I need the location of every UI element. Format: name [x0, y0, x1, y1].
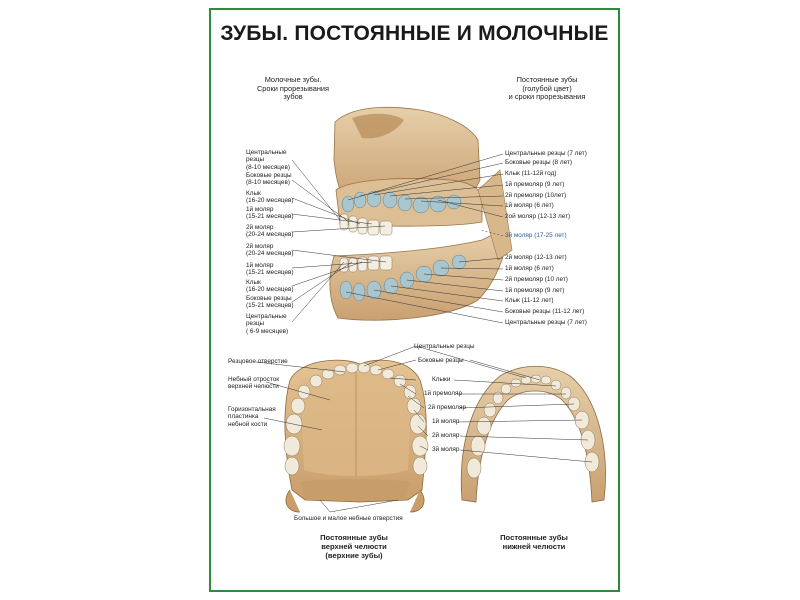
label-line: резцы [246, 320, 265, 328]
label-second-molar-lower-deciduous: 2й моляр (20-24 месяцев) [246, 243, 294, 258]
label-lateral-incisors-bottom: Боковые резцы [418, 357, 464, 364]
caption-lower-jaw: Постоянные зубы нижней челюсти [484, 533, 584, 552]
leader-lines-right [345, 153, 504, 324]
label-lateral-incisors-deciduous: Боковые резцы (8-10 месяцев) [246, 172, 292, 187]
label-canine-lower-permanent: Клык (11-12 лет) [505, 297, 554, 304]
label-line: 1й моляр [246, 206, 274, 213]
label-line: (15-21 месяцев) [246, 213, 294, 221]
label-line: (8-10 месяцев) [246, 179, 290, 187]
permanent-lower-buds [339, 254, 467, 302]
label-line: Боковые резцы [246, 295, 292, 302]
heading-line: и сроки прорезывания [508, 92, 586, 102]
label-horizontal-plate: Горизонтальная пластинка небной кости [228, 406, 276, 428]
caption-upper-jaw: Постоянные зубы верхней челюсти (верхние… [304, 533, 404, 560]
label-line: 2й моляр [246, 224, 274, 231]
label-canine-deciduous: Клык (16-20 месяцев) [246, 190, 294, 205]
label-line: (8-10 месяцев) [246, 163, 290, 171]
label-lateral-incisors-lower-deciduous: Боковые резцы (15-21 месяцев) [246, 295, 294, 310]
upper-jaw-palate-drawing [283, 359, 429, 513]
caption-line: (верхние зубы) [325, 550, 383, 560]
label-central-incisors-lower-permanent: Центральные резцы (7 лет) [505, 319, 587, 326]
label-line: резцы [246, 156, 265, 164]
label-lateral-incisors-permanent: Боковые резцы (8 лет) [505, 159, 572, 166]
label-first-premolar-permanent: 1й премоляр (9 лет) [505, 181, 565, 188]
section-heading-permanent: Постоянные зубы (голубой цвет) и сроки п… [497, 75, 597, 102]
label-central-incisors-lower-deciduous: Центральные резцы ( 6-9 месяцев) [246, 313, 288, 335]
label-central-incisors-permanent: Центральные резцы (7 лет) [505, 150, 587, 157]
label-line: 2й моляр [246, 243, 274, 250]
label-line: 1й моляр [246, 262, 274, 269]
label-central-incisors-bottom: Центральные резцы [414, 343, 475, 350]
label-line: Боковые резцы [246, 172, 292, 179]
label-third-molar-bottom: 3й моляр [432, 446, 460, 453]
label-second-premolar-bottom: 2й премоляр [428, 404, 467, 411]
label-line: (16-20 месяцев) [246, 286, 294, 294]
label-lateral-incisors-lower-permanent: Боковые резцы (11-12 лет) [505, 308, 585, 315]
label-line: Клык [246, 279, 261, 286]
heading-line: Сроки прорезывания [256, 83, 330, 93]
label-line: Центральные [246, 149, 287, 156]
heading-line: Постоянные зубы [516, 75, 578, 84]
lower-jaw-drawing [460, 365, 606, 503]
label-line: (20-24 месяцев) [246, 231, 294, 239]
permanent-upper-buds [341, 190, 462, 214]
label-first-molar-permanent: 1й моляр (6 лет) [505, 202, 554, 209]
section-heading-deciduous: Молочные зубы. Сроки прорезывания зубов [248, 75, 338, 102]
caption-line: верхней челюсти [321, 541, 387, 551]
label-canine-lower-deciduous: Клык (16-20 месяцев) [246, 279, 294, 294]
label-central-incisors-deciduous: Центральные резцы (8-10 месяцев) [246, 149, 290, 171]
leader-lines-left [291, 159, 387, 323]
label-first-molar-bottom: 1й моляр [432, 418, 460, 425]
label-canine-permanent: Клык (11-12й год) [505, 170, 557, 177]
label-canines-bottom: Клыки [432, 376, 451, 383]
heading-line: Молочные зубы. [264, 75, 322, 84]
label-first-molar-lower-deciduous: 1й моляр (15-21 месяцев) [246, 262, 294, 277]
label-line: ( 6-9 месяцев) [246, 327, 289, 335]
label-first-molar-lower-permanent: 1й моляр (6 лет) [505, 265, 554, 272]
label-line: (16-20 месяцев) [246, 197, 294, 205]
caption-line: нижней челюсти [502, 541, 566, 551]
label-palatine-foramina: Большое и малое небные отверстия [294, 515, 403, 522]
leader-lines-bottom [255, 345, 593, 513]
label-second-premolar-lower-permanent: 2й премоляр (10 лет) [505, 276, 568, 283]
label-incisive-foramen: Резцовое отверстие [228, 358, 288, 365]
label-first-premolar-bottom: 1й премоляр [424, 390, 463, 397]
label-palatine-process: Небный отросток верхней челюсти [228, 376, 280, 391]
label-second-molar-lower-permanent: 2й моляр (12-13 лет) [505, 254, 567, 261]
label-line: Центральные [246, 313, 287, 320]
label-second-premolar-permanent: 2й премоляр (10лет) [505, 192, 567, 199]
poster-title: ЗУБЫ. ПОСТОЯННЫЕ И МОЛОЧНЫЕ [220, 22, 609, 45]
label-line: (20-24 месяцев) [246, 250, 294, 258]
label-second-molar-permanent: 2ой моляр (12-13 лет) [505, 213, 571, 220]
label-second-molar-deciduous: 2й моляр (20-24 месяцев) [246, 224, 294, 239]
label-line: Клык [246, 190, 261, 197]
label-third-molar-permanent: 3й моляр (17-25 лет) [505, 232, 567, 239]
label-line: (15-21 месяцев) [246, 302, 294, 310]
caption-line: Постоянные зубы [320, 533, 388, 542]
caption-line: Постоянные зубы [500, 533, 568, 542]
label-line: (15-21 месяцев) [246, 269, 294, 277]
label-first-molar-deciduous: 1й моляр (15-21 месяцев) [246, 206, 294, 221]
label-first-premolar-lower-permanent: 1й премоляр (9 лет) [505, 287, 565, 294]
heading-line: (голубой цвет) [522, 83, 572, 93]
label-second-molar-bottom: 2й моляр [432, 432, 460, 439]
heading-line: зубов [283, 92, 303, 102]
